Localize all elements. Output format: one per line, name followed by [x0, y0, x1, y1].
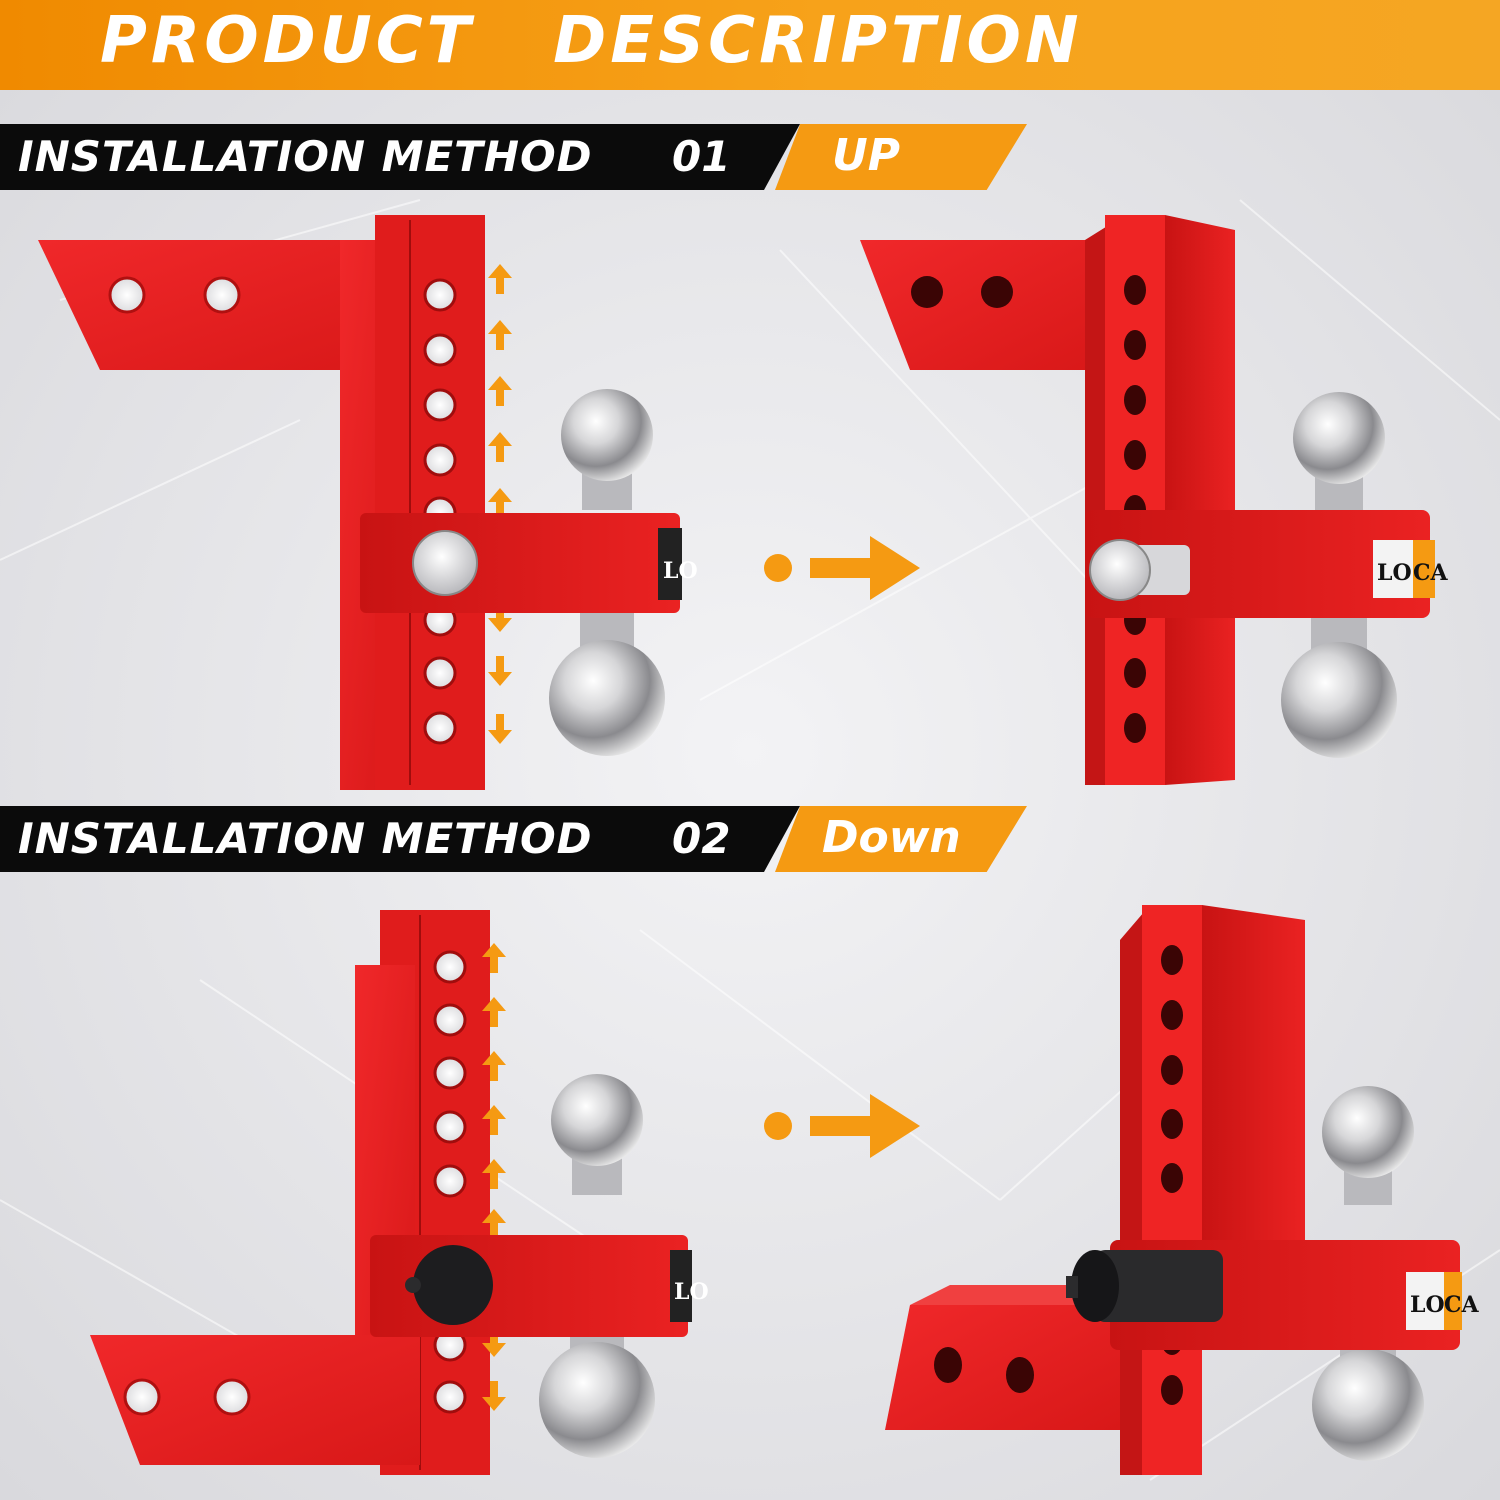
- shank-hole: [981, 276, 1013, 308]
- brand-label: LO: [1410, 1292, 1445, 1318]
- hitch-up-front-view: LO: [38, 215, 698, 790]
- arrow-right-icon: [810, 1094, 920, 1158]
- brand-label: LO: [663, 558, 698, 584]
- rail-holes: [423, 278, 457, 745]
- brand-label: LO: [1377, 560, 1412, 586]
- shank-hole: [1006, 1357, 1034, 1393]
- method-01-direction: UP: [832, 130, 900, 181]
- page-title: PRODUCT DESCRIPTION: [100, 4, 1083, 78]
- method-02-label: INSTALLATION METHOD: [18, 814, 593, 863]
- method-01-black-bar: [0, 124, 800, 190]
- lock-pin-shaft: [1095, 1250, 1223, 1322]
- method-02-number: 02: [672, 814, 731, 863]
- brand-label: LO: [674, 1279, 709, 1305]
- hitch-down-perspective-view: LO CA: [885, 905, 1480, 1475]
- arrow-right-icon: [810, 536, 920, 600]
- transition-arrow-01: [764, 536, 920, 600]
- method-01-number: 01: [672, 132, 731, 181]
- shank-hole: [203, 276, 241, 314]
- rail-holes: [433, 950, 467, 1414]
- brand-plate: [670, 1250, 692, 1322]
- method-01-banner: INSTALLATION METHOD 01 UP: [0, 124, 1030, 190]
- shank-bar: [885, 1305, 1120, 1430]
- rail-holes: [1124, 275, 1146, 743]
- brand-plate: [658, 528, 682, 600]
- trailer-ball-bottom: [1281, 610, 1397, 758]
- shank-hole: [123, 1378, 161, 1416]
- trailer-ball-bottom: [549, 600, 665, 756]
- method-02-black-bar: [0, 806, 800, 872]
- brand-label-suffix: CA: [1444, 1292, 1480, 1318]
- brand-label-suffix: CA: [1413, 560, 1449, 586]
- method-01-orange-tag: [775, 124, 1027, 190]
- header-band: [0, 0, 1500, 90]
- shank-bar: [860, 240, 1105, 370]
- shank-hole: [108, 276, 146, 314]
- bullet-dot-icon: [764, 1112, 792, 1140]
- hitch-up-perspective-view: LO CA: [860, 215, 1449, 785]
- trailer-ball-top: [551, 1074, 643, 1195]
- shank-bar: [90, 1335, 420, 1465]
- shank-hole: [213, 1378, 251, 1416]
- arrow-up-icon: [482, 943, 506, 1239]
- hitch-pin: [1089, 539, 1151, 601]
- hitch-down-front-view: LO: [90, 910, 709, 1475]
- lock-pin-cap: [413, 1245, 493, 1325]
- arrow-down-icon: [488, 602, 512, 744]
- method-02-direction: Down: [822, 812, 961, 863]
- bullet-dot-icon: [764, 554, 792, 582]
- lock-pin-cap: [1071, 1250, 1119, 1322]
- arrow-up-icon: [488, 264, 512, 518]
- trailer-ball-top: [561, 389, 653, 510]
- trailer-ball-top: [1322, 1086, 1414, 1205]
- trailer-ball-top: [1293, 392, 1385, 510]
- transition-arrow-02: [764, 1094, 920, 1158]
- arrow-down-icon: [482, 1327, 506, 1411]
- method-01-label: INSTALLATION METHOD: [18, 132, 593, 181]
- shank-hole: [934, 1347, 962, 1383]
- shank-hole: [911, 276, 943, 308]
- hitch-pin: [412, 530, 478, 596]
- rail-holes: [1161, 945, 1183, 1405]
- ball-mount-sleeve: [360, 513, 680, 613]
- method-02-banner: INSTALLATION METHOD 02 Down: [0, 806, 1030, 872]
- method-02-orange-tag: [775, 806, 1027, 872]
